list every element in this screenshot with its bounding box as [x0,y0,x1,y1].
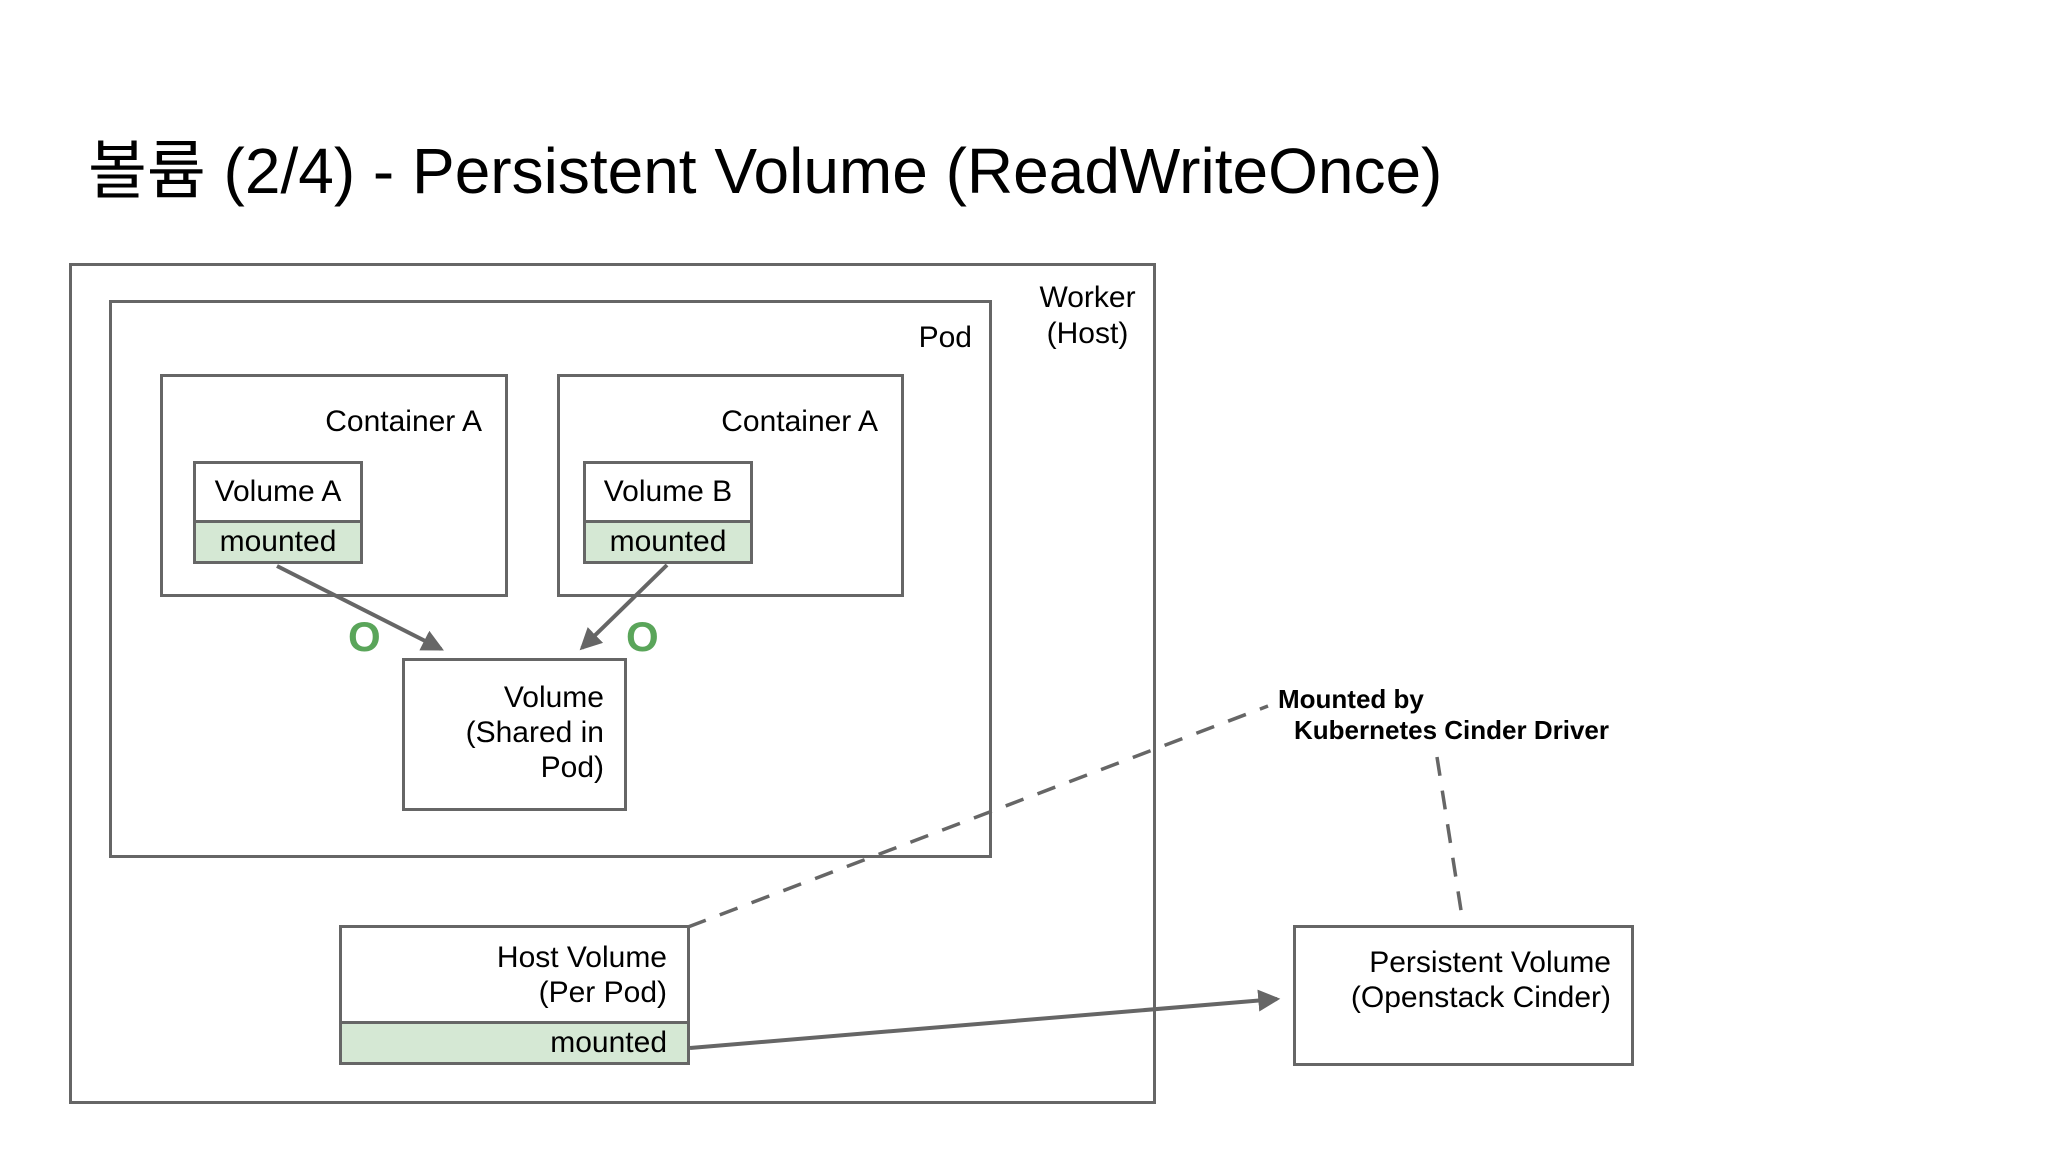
worker-label-line2: (Host) [1046,317,1129,350]
volume-b-mounted-cell: mounted [586,520,750,561]
container-a-right-box [557,374,904,597]
persistent-volume-line2: (Openstack Cinder) [1350,981,1611,1014]
shared-volume-box: Volume (Shared in Pod) [402,658,627,811]
worker-host-label: Worker (Host) [1000,280,1175,352]
shared-volume-line2: (Shared in Pod) [465,716,604,784]
mount-marker-left: O [348,613,381,660]
shared-volume-line1: Volume [503,681,604,714]
worker-host-box [69,263,1156,1104]
host-volume-label: Host Volume (Per Pod) [342,928,687,1021]
persistent-volume-box: Persistent Volume (Openstack Cinder) [1293,925,1634,1066]
mount-marker-right: O [626,613,659,660]
pod-label: Pod [918,321,972,354]
host-volume-mounted-cell: mounted [342,1021,687,1062]
pod-box [109,300,992,858]
host-volume-line1: Host Volume [496,940,667,974]
volume-a-mounted-cell: mounted [196,520,360,561]
annotation-line1: Mounted by [1278,684,1424,714]
slide-title: 볼륨 (2/4) - Persistent Volume (ReadWriteO… [88,135,1443,207]
dashed-line-annotation-to-persistent-volume [1435,756,1465,924]
container-a-right-label: Container A [721,405,878,438]
volume-a-name: Volume A [214,475,342,508]
host-volume-line2: (Per Pod) [538,975,667,1009]
host-volume-box: Host Volume (Per Pod) mounted [339,925,690,1065]
worker-label-line1: Worker [1039,281,1136,314]
container-a-left-label: Container A [325,405,482,438]
volume-b-box: Volume B mounted [583,461,753,564]
volume-a-box: Volume A mounted [193,461,363,564]
mounted-by-annotation: Mounted by Kubernetes Cinder Driver [1278,684,1609,746]
persistent-volume-line1: Persistent Volume [1369,946,1611,979]
annotation-line2: Kubernetes Cinder Driver [1294,715,1609,745]
volume-b-name: Volume B [603,475,733,508]
